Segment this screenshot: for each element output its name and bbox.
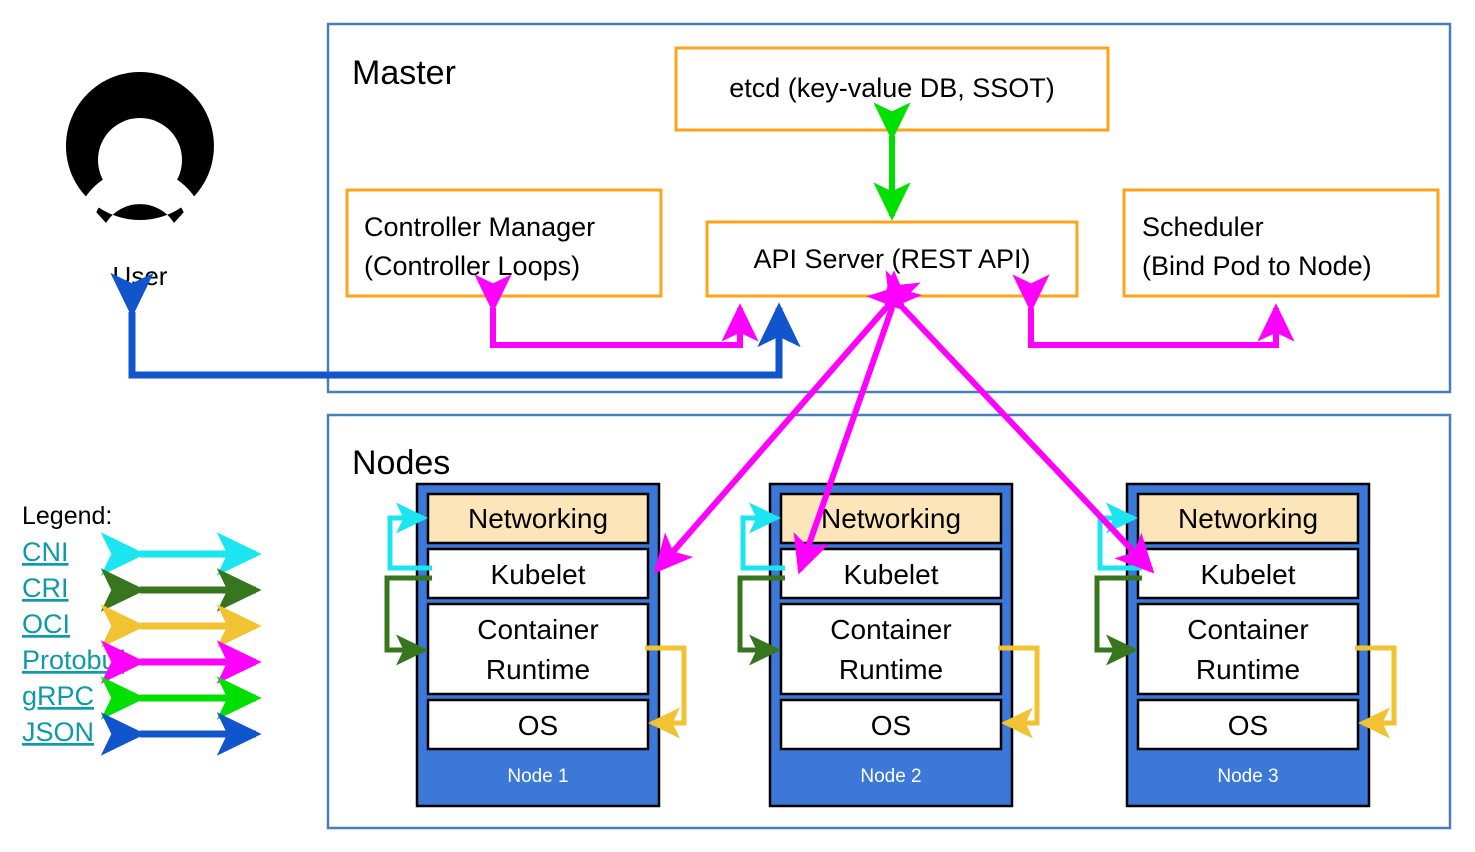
node-1-cri-link [384, 575, 432, 666]
legend-item-grpc-label[interactable]: gRPC [22, 681, 94, 711]
node-2-container-runtime-label-line1: Container [830, 614, 951, 645]
etcd-box[interactable]: etcd (key-value DB, SSOT) [674, 46, 1110, 132]
legend-item-json-label[interactable]: JSON [22, 717, 94, 747]
node-2-oci-link [998, 645, 1040, 739]
node-2-networking-label: Networking [821, 503, 961, 534]
node-1-networking-label: Networking [468, 503, 608, 534]
node-3-os-label: OS [1228, 710, 1268, 741]
node-1-container-runtime-label-line2: Runtime [486, 654, 590, 685]
node-1-kubelet-label: Kubelet [491, 559, 586, 590]
api-server-box[interactable]: API Server (REST API) [705, 220, 1079, 298]
legend-item-cri-label[interactable]: CRI [22, 573, 69, 603]
node-2-container-runtime-label-line2: Runtime [839, 654, 943, 685]
node-1-oci-link [645, 645, 687, 739]
node-1-os-layer[interactable] [426, 698, 650, 751]
node-3-container-runtime-layer[interactable] [1136, 602, 1360, 696]
scheduler-box[interactable]: Scheduler (Bind Pod to Node) [1122, 188, 1440, 298]
node-1-name: Node 1 [507, 766, 568, 787]
legend-title: Legend: [22, 502, 112, 530]
user-avatar-icon [65, 72, 214, 232]
controller-manager-box[interactable]: Controller Manager (Controller Loops) [345, 188, 663, 298]
node-1-cni-link [387, 502, 432, 571]
node-1[interactable]: Networking Kubelet Container Runtime OS … [415, 482, 661, 808]
legend-item-oci-label[interactable]: OCI [22, 609, 70, 639]
node-3-kubelet-label: Kubelet [1201, 559, 1296, 590]
node-1-container-runtime-layer[interactable] [426, 602, 650, 696]
node-1-kubelet-layer[interactable] [426, 547, 650, 600]
nodes-title: Nodes [352, 444, 450, 482]
node-3[interactable]: Networking Kubelet Container Runtime OS … [1125, 482, 1371, 808]
legend-item-cni-label[interactable]: CNI [22, 537, 69, 567]
node-2[interactable]: Networking Kubelet Container Runtime OS … [768, 482, 1014, 808]
node-2-kubelet-label: Kubelet [844, 559, 939, 590]
controller-manager-label-line2: (Controller Loops) [364, 251, 580, 281]
protobuf-node3-apiserver-arrow [866, 270, 1155, 574]
node-3-cri-link [1094, 575, 1142, 666]
node-3-container-runtime-label-line2: Runtime [1196, 654, 1300, 685]
node-3-networking-label: Networking [1178, 503, 1318, 534]
node-1-networking-layer[interactable] [426, 492, 650, 545]
etcd-label: etcd (key-value DB, SSOT) [729, 73, 1055, 103]
node-3-kubelet-layer[interactable] [1136, 547, 1360, 600]
node-3-oci-link [1355, 645, 1397, 739]
node-2-name: Node 2 [860, 766, 921, 787]
controller-manager-label-line1: Controller Manager [364, 212, 595, 242]
node-1-container-runtime-label-line1: Container [477, 614, 598, 645]
scheduler-label-line2: (Bind Pod to Node) [1142, 251, 1372, 281]
scheduler-label-line1: Scheduler [1142, 212, 1264, 242]
legend-item-protobuf-label[interactable]: Protobuf [22, 645, 125, 675]
node-2-cri-link [737, 575, 785, 666]
node-3-name: Node 3 [1217, 766, 1278, 787]
user-label: User [113, 261, 168, 291]
node-3-os-layer[interactable] [1136, 698, 1360, 751]
legend: Legend: CNI CRI OCI Protobuf gRPC JSON [22, 502, 262, 756]
node-2-os-label: OS [871, 710, 911, 741]
master-title: Master [352, 54, 456, 92]
node-1-os-label: OS [518, 710, 558, 741]
api-server-label: API Server (REST API) [753, 244, 1030, 274]
node-3-networking-layer[interactable] [1136, 492, 1360, 545]
node-3-container-runtime-label-line1: Container [1187, 614, 1308, 645]
